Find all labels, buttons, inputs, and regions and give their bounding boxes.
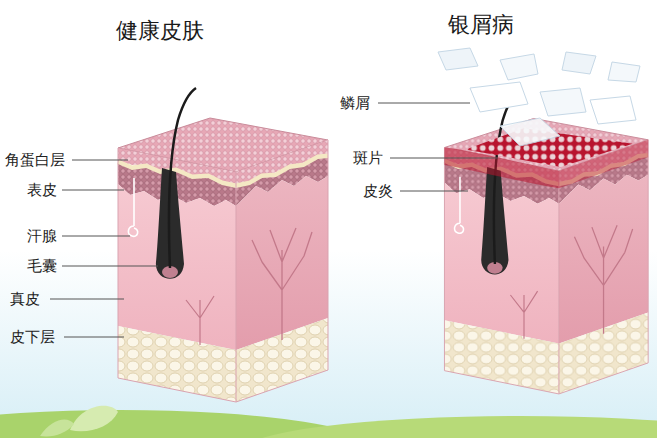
layer-label: 角蛋白层	[5, 151, 65, 169]
leader-lines	[50, 103, 498, 337]
part-label: 汗腺	[27, 227, 57, 245]
part-label: 毛囊	[27, 257, 57, 275]
layer-label: 真皮	[10, 290, 40, 308]
healthy-skin-block	[118, 88, 328, 402]
feature-label: 皮炎	[363, 182, 393, 200]
panel-title: 银屑病	[448, 12, 514, 38]
grass-hill	[240, 416, 657, 438]
leaf	[70, 406, 118, 431]
feature-label: 斑片	[353, 149, 383, 167]
panel-title: 健康皮肤	[116, 18, 204, 44]
inflamed-layer	[559, 140, 648, 189]
scales	[438, 48, 640, 146]
leaf	[40, 420, 74, 437]
feature-label: 鳞屑	[340, 94, 370, 112]
layer-label: 表皮	[27, 181, 57, 199]
layer-label: 皮下层	[10, 328, 55, 346]
psoriasis-skin-block	[444, 89, 648, 394]
inflamed-layer	[444, 148, 558, 189]
